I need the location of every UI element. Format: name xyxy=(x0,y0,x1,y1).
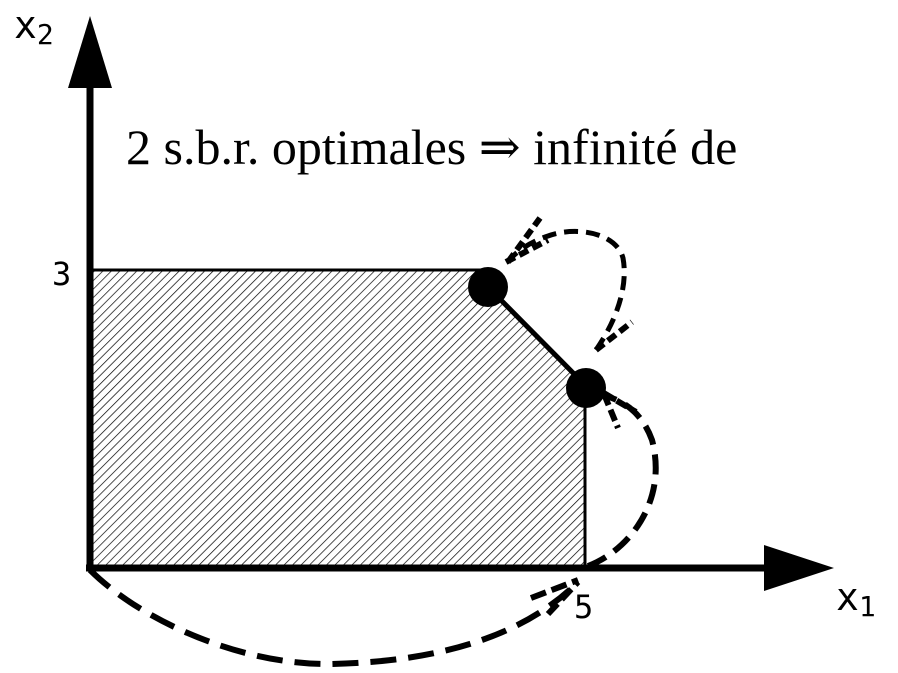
x1-axis-label: x1 xyxy=(836,575,876,623)
x2-axis-label: x2 xyxy=(14,3,54,51)
feasible-region xyxy=(90,270,585,568)
y-tick-label: 3 xyxy=(52,255,71,293)
x2-axis-arrowhead xyxy=(68,16,112,88)
dashed-path-mid-arrow xyxy=(594,319,634,353)
optimal-vertex-upper xyxy=(468,267,508,307)
caption-text: 2 s.b.r. optimales ⇒ infinité de xyxy=(126,119,737,175)
dashed-path-right-arrow-2 xyxy=(601,392,621,430)
dashed-path-bottom-arrow-1 xyxy=(529,577,580,601)
dashed-path-top-arrow-2 xyxy=(505,216,543,264)
x2-axis-subscript: 2 xyxy=(37,18,54,51)
x1-axis-arrowhead xyxy=(764,545,834,591)
dashed-path-bottom-arrow-2 xyxy=(545,579,581,617)
x1-axis-subscript: 1 xyxy=(859,590,876,623)
dashed-path-bottom xyxy=(87,567,581,668)
optimal-vertex-lower xyxy=(566,368,606,408)
optimal-face-edge xyxy=(486,285,590,390)
x-tick-label: 5 xyxy=(574,588,593,626)
dashed-path-right xyxy=(586,393,659,569)
dashed-path-top xyxy=(505,228,627,352)
